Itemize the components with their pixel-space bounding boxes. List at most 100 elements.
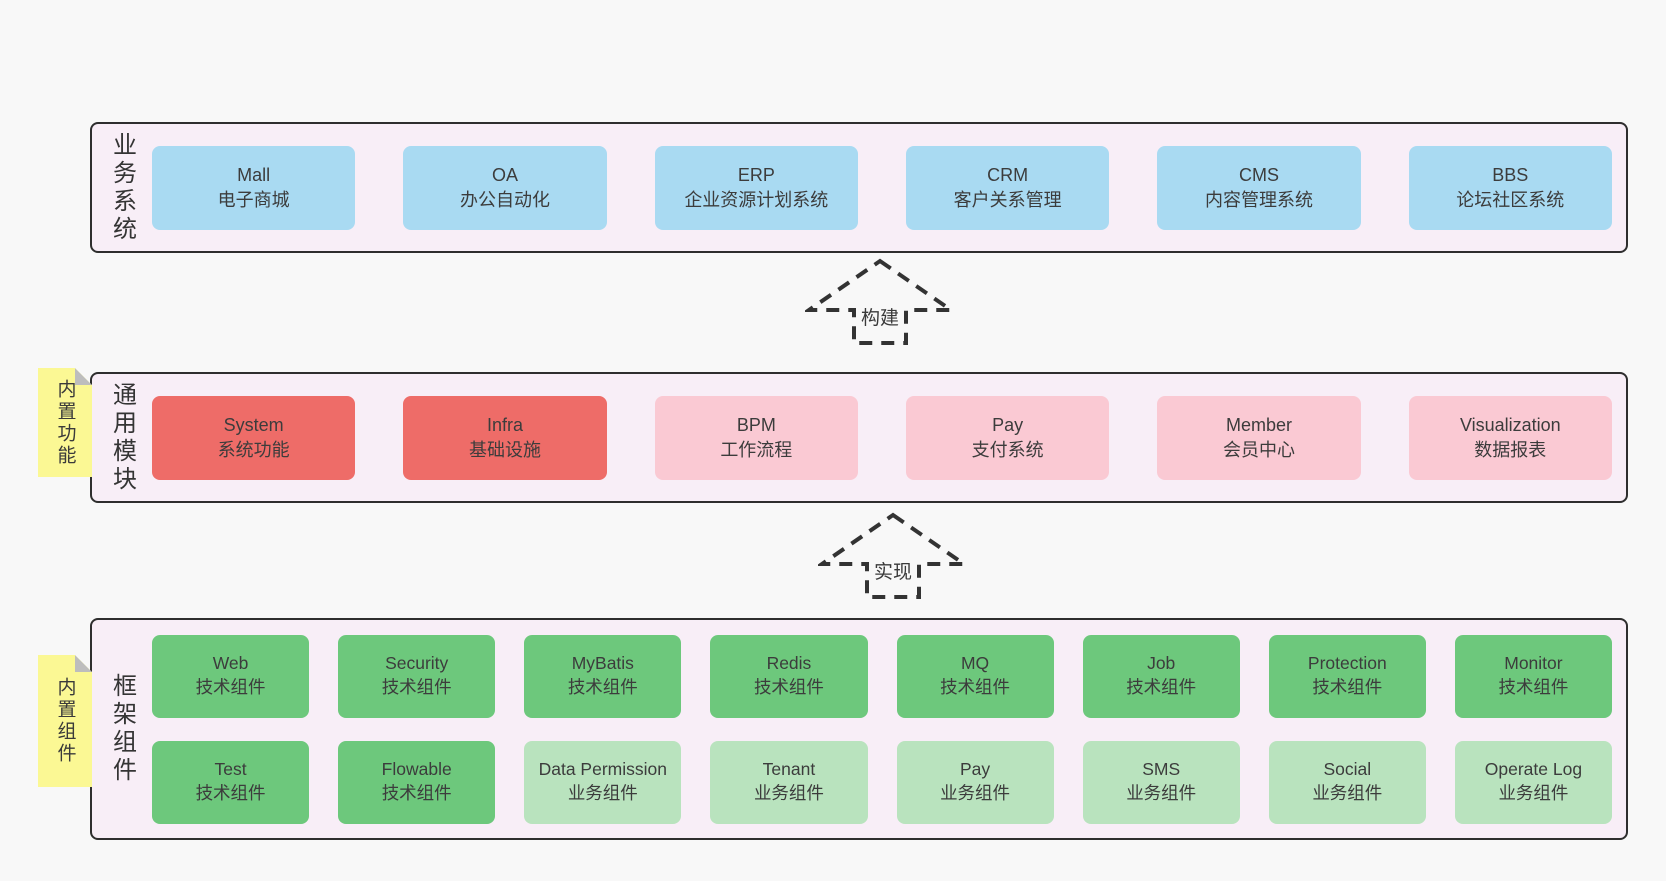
modules-box-row: System 系统功能 Infra 基础设施 BPM 工作流程 Pay 支付系统…: [152, 374, 1626, 501]
box-cms: CMS 内容管理系统: [1157, 145, 1361, 230]
box-mq: MQ 技术组件: [896, 634, 1054, 718]
box-erp: ERP 企业资源计划系统: [654, 145, 858, 230]
box-label-zh: 内容管理系统: [1204, 189, 1313, 210]
box-label-zh: 技术组件: [567, 677, 638, 697]
box-label-zh: 支付系统: [971, 439, 1044, 460]
box-label-en: Job: [1147, 653, 1176, 674]
box-label-en: Infra: [486, 414, 523, 435]
box-label-en: BPM: [736, 414, 776, 435]
box-protection: Protection 技术组件: [1268, 634, 1426, 718]
box-label-en: Security: [385, 653, 449, 674]
box-label-en: Web: [212, 653, 249, 674]
box-pay-business: Pay 业务组件: [896, 740, 1054, 824]
box-label-en: MyBatis: [571, 653, 634, 674]
box-mall: Mall 电子商城: [152, 145, 356, 230]
arrow-implement: 实现: [818, 512, 968, 600]
box-data-permission: Data Permission 业务组件: [524, 740, 682, 824]
band-label-modules: 通用模块: [108, 381, 136, 494]
box-sms: SMS 业务组件: [1082, 740, 1240, 824]
box-label-en: CRM: [987, 164, 1029, 185]
box-label-zh: 业务组件: [753, 783, 824, 803]
box-redis: Redis 技术组件: [710, 634, 868, 718]
box-monitor: Monitor 技术组件: [1454, 634, 1612, 718]
box-label-zh: 技术组件: [381, 677, 452, 697]
arrow-build: 构建: [805, 258, 955, 346]
box-label-en: Pay: [992, 414, 1024, 435]
box-label-en: Mall: [237, 164, 271, 185]
box-label-zh: 技术组件: [1126, 677, 1197, 697]
box-label-en: Visualization: [1459, 414, 1561, 435]
box-label-en: Social: [1323, 759, 1372, 780]
box-label-zh: 业务组件: [567, 783, 638, 803]
band-common-modules: 通用模块 System 系统功能 Infra 基础设施 BPM 工作流程 Pay…: [90, 372, 1628, 503]
note-label: 内置功能: [54, 378, 76, 467]
box-label-en: ERP: [737, 164, 775, 185]
box-infra: Infra 基础设施: [403, 395, 607, 480]
sticky-note-builtin-components: 内置组件: [38, 655, 92, 787]
box-security: Security 技术组件: [338, 634, 496, 718]
box-label-zh: 技术组件: [940, 677, 1011, 697]
box-label-zh: 技术组件: [1312, 677, 1383, 697]
box-social: Social 业务组件: [1268, 740, 1426, 824]
box-label-en: OA: [491, 164, 518, 185]
band-components-label-column: 框架组件: [92, 620, 152, 838]
box-label-en: Protection: [1307, 653, 1387, 674]
box-label-en: Tenant: [762, 759, 816, 780]
box-label-zh: 业务组件: [1498, 783, 1569, 803]
box-label-zh: 客户关系管理: [953, 189, 1062, 210]
box-label-en: Flowable: [381, 759, 452, 780]
box-label-en: Redis: [766, 653, 812, 674]
box-crm: CRM 客户关系管理: [905, 145, 1110, 230]
box-label-zh: 数据报表: [1474, 439, 1547, 460]
arrow-implement-label: 实现: [870, 556, 916, 585]
box-job: Job 技术组件: [1082, 634, 1240, 718]
box-label-zh: 电子商城: [217, 189, 290, 210]
band-business-label-column: 业务系统: [92, 124, 152, 251]
business-box-row: Mall 电子商城 OA 办公自动化 ERP 企业资源计划系统 CRM 客户关系…: [152, 124, 1626, 251]
box-label-zh: 业务组件: [1312, 783, 1383, 803]
box-label-en: Operate Log: [1484, 759, 1583, 780]
dashed-up-arrow: [805, 258, 955, 345]
box-label-en: Test: [214, 759, 247, 780]
band-label-components: 框架组件: [108, 673, 136, 785]
band-framework-components: 框架组件 Web 技术组件 Security 技术组件 MyBatis 技术组件…: [90, 618, 1628, 840]
box-system: System 系统功能: [152, 395, 356, 480]
box-label-en: SMS: [1142, 759, 1181, 780]
box-label-en: MQ: [960, 653, 990, 674]
box-bpm: BPM 工作流程: [654, 395, 858, 480]
box-label-zh: 办公自动化: [459, 189, 550, 210]
box-visualization: Visualization 数据报表: [1408, 395, 1612, 480]
box-label-en: System: [223, 414, 284, 435]
arrow-build-label: 构建: [857, 302, 903, 331]
box-label-zh: 论坛社区系统: [1456, 189, 1565, 210]
box-label-en: Pay: [959, 759, 991, 780]
box-label-zh: 系统功能: [217, 439, 290, 460]
box-pay: Pay 支付系统: [905, 395, 1110, 480]
box-oa: OA 办公自动化: [403, 145, 607, 230]
box-label-zh: 企业资源计划系统: [684, 189, 829, 210]
box-label-zh: 技术组件: [381, 783, 452, 803]
sticky-note-builtin-features: 内置功能: [38, 368, 92, 477]
box-mybatis: MyBatis 技术组件: [524, 634, 682, 718]
box-label-zh: 会员中心: [1222, 439, 1295, 460]
box-label-en: Data Permission: [538, 759, 667, 780]
box-test: Test 技术组件: [152, 740, 310, 824]
note-label: 内置组件: [54, 677, 76, 765]
box-label-en: CMS: [1238, 164, 1279, 185]
box-label-zh: 技术组件: [753, 677, 824, 697]
box-label-zh: 基础设施: [468, 439, 541, 460]
box-label-en: Monitor: [1504, 653, 1563, 674]
box-label-zh: 技术组件: [195, 783, 266, 803]
box-label-zh: 工作流程: [720, 439, 793, 460]
components-row-1: Web 技术组件 Security 技术组件 MyBatis 技术组件 Redi…: [152, 634, 1612, 718]
box-flowable: Flowable 技术组件: [338, 740, 496, 824]
components-box-rows: Web 技术组件 Security 技术组件 MyBatis 技术组件 Redi…: [152, 620, 1626, 838]
box-label-en: Member: [1225, 414, 1292, 435]
band-business-systems: 业务系统 Mall 电子商城 OA 办公自动化 ERP 企业资源计划系统 CRM…: [90, 122, 1628, 253]
band-modules-label-column: 通用模块: [92, 374, 152, 501]
dashed-up-arrow: [818, 512, 968, 599]
box-label-zh: 技术组件: [195, 677, 266, 697]
components-row-2: Test 技术组件 Flowable 技术组件 Data Permission …: [152, 740, 1612, 824]
box-member: Member 会员中心: [1157, 395, 1361, 480]
